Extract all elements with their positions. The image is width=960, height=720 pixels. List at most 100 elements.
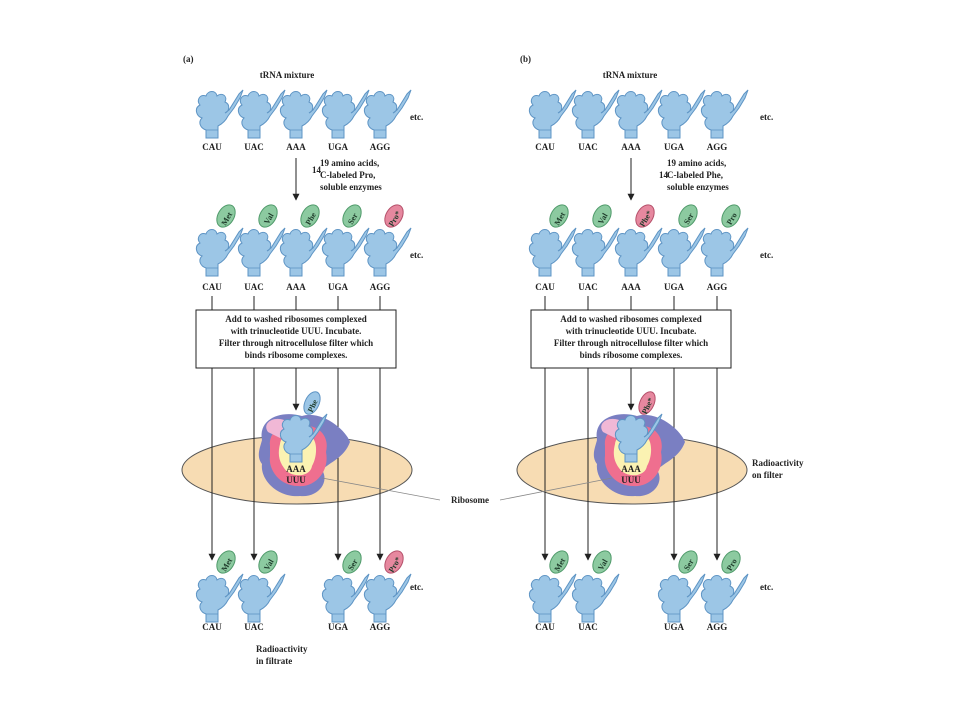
anticodon-label: AAA [621,142,641,152]
anticodon-label: UGA [328,142,349,152]
instruction-line-1: Add to washed ribosomes complexed [560,314,702,324]
amino-acid-bead [678,204,698,228]
panel-b-filtrate-row: Met Val Ser Pro CAU UAC UGA AGG etc. [528,550,773,632]
amino-acid-bead [300,204,320,228]
anticodon-label: UGA [664,622,685,632]
anticodon-label: CAU [535,142,555,152]
ribosome-complex: Phe AAA UUU [258,391,350,497]
panel-a: (a) tRNA mixture CAU UAC AAA UGA AGG etc… [181,54,423,666]
codon-label: UUU [286,475,306,485]
amino-acid-bead-labeled [384,204,404,228]
amino-acid-bead [258,550,278,574]
reagent-line-2: C-labeled Phe, [667,170,723,180]
amino-acid-bead [549,204,569,228]
ribosome-leader-line [321,477,441,501]
etc-label: etc. [410,112,423,122]
anticodon-label: AGG [370,282,391,292]
isotope-mass: 14 [312,165,322,175]
isotope-mass: 14 [659,170,669,180]
trna [571,227,620,277]
anticodon-label: AGG [707,142,728,152]
amino-acid-bead [592,550,612,574]
trna [279,227,328,277]
trna [700,573,749,623]
anticodon-label: UAC [244,622,264,632]
anticodon-label: AAA [621,282,641,292]
anticodon-label: CAU [202,622,222,632]
trna [195,227,244,277]
panel-b: (b) tRNA mixture CAU UAC AAA UGA AGG etc… [516,54,804,632]
panel-a-title: tRNA mixture [260,70,315,80]
etc-label: etc. [760,112,773,122]
etc-label: etc. [410,250,423,260]
amino-acid-bead [216,550,236,574]
codon-label: UUU [621,475,641,485]
trna [363,573,412,623]
amino-acid-bead [342,204,362,228]
anticodon-label: AAA [286,464,306,474]
panel-a-filtrate-row: Met Val Ser Pro* CAU UAC UGA AGG etc. [195,550,423,632]
anticodon-label: AGG [707,282,728,292]
filter-label-line-2: on filter [752,470,783,480]
anticodon-label: AGG [370,142,391,152]
trna [195,573,244,623]
ribosome-complex: Phe* AAA UUU [593,391,685,497]
instruction-box [195,309,397,369]
trna [700,227,749,277]
anticodon-label: AGG [707,622,728,632]
trna [237,227,286,277]
amino-acid-bead [592,204,612,228]
anticodon-label: UAC [578,282,598,292]
amino-acid-bead [549,550,569,574]
anticodon-label: UAC [244,142,264,152]
panel-b-title: tRNA mixture [603,70,658,80]
trna [363,227,412,277]
trna [279,89,328,139]
reagent-line-1: 19 amino acids, [667,158,726,168]
anticodon-label: AAA [286,142,306,152]
ribosome-label: Ribosome [451,495,489,505]
anticodon-label: AAA [286,282,306,292]
anticodon-label: CAU [535,622,555,632]
reagent-line-1: 19 amino acids, [320,158,379,168]
trna [614,227,663,277]
trna [321,227,370,277]
reagent-line-3: soluble enzymes [667,182,729,192]
trna [528,573,577,623]
trna [700,89,749,139]
anticodon-label: CAU [202,282,222,292]
instruction-line-4: binds ribosome complexes. [580,350,683,360]
anticodon-label: CAU [202,142,222,152]
trna [614,89,663,139]
anticodon-label: CAU [535,282,555,292]
trna [528,227,577,277]
instruction-line-3: Filter through nitrocellulose filter whi… [554,338,708,348]
ribosome-leader-line [499,477,613,501]
trna [321,573,370,623]
anticodon-label: UAC [578,142,598,152]
filtrate-label-line-2: in filtrate [256,656,292,666]
etc-label: etc. [760,582,773,592]
anticodon-label: UAC [578,622,598,632]
anticodon-label: UGA [328,282,349,292]
anticodon-label: UGA [664,142,685,152]
trna [195,89,244,139]
instruction-line-1: Add to washed ribosomes complexed [225,314,367,324]
trna [363,89,412,139]
amino-acid-bead-labeled [635,204,655,228]
instruction-line-2: with trinucleotide UUU. Incubate. [231,326,362,336]
trna [657,573,706,623]
amino-acid-bead [721,204,741,228]
trna [571,573,620,623]
instruction-box [530,309,732,369]
amino-acid-bead [721,550,741,574]
bound-amino-acid-bead [303,391,321,415]
amino-acid-bead [216,204,236,228]
amino-acid-bead [258,204,278,228]
anticodon-label: UGA [664,282,685,292]
trna [237,89,286,139]
amino-acid-bead [342,550,362,574]
trna [528,89,577,139]
trna [657,89,706,139]
